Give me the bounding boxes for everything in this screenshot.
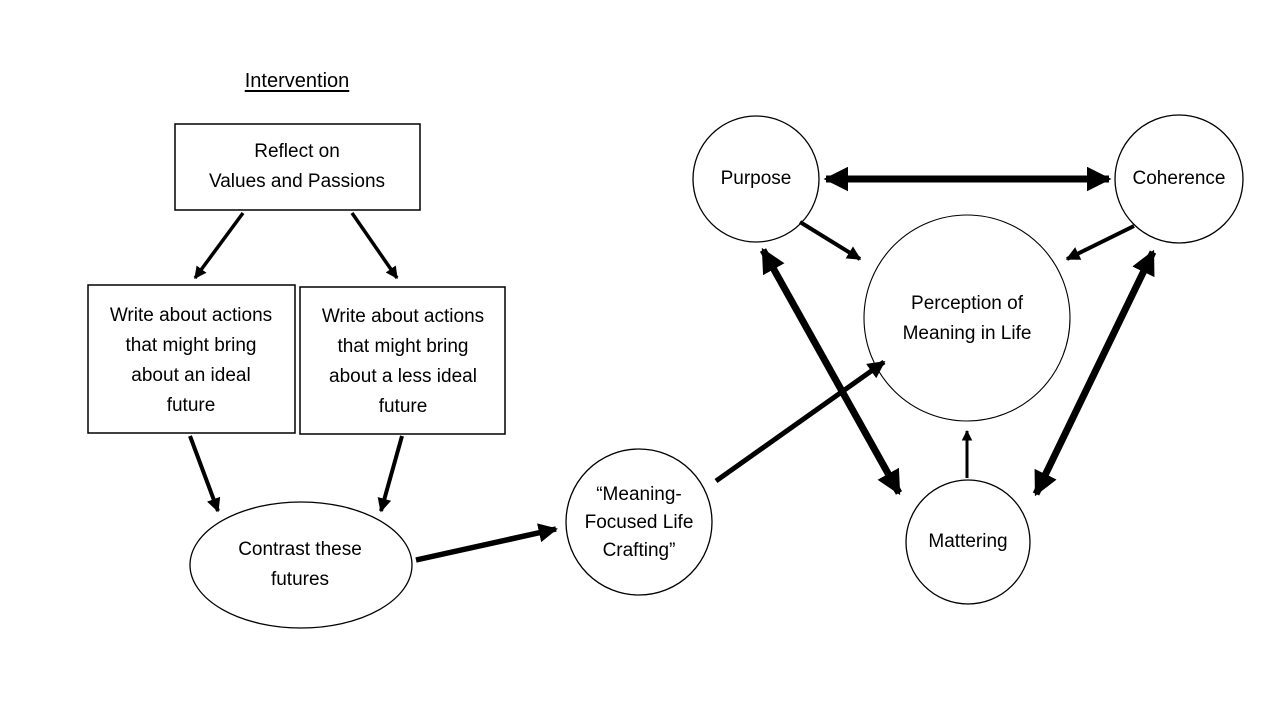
intervention-title: Intervention bbox=[244, 70, 350, 92]
coherence-label: Coherence bbox=[1132, 168, 1226, 189]
perception-label: Perception of Meaning in Life bbox=[902, 293, 1032, 344]
ideal-future-box bbox=[87, 284, 296, 434]
arrow-coherence-to-perception bbox=[1065, 224, 1135, 261]
contrast-futures-ellipse bbox=[189, 501, 413, 629]
arrow-coherence-mattering-bidirectional bbox=[1032, 249, 1157, 497]
life-crafting-circle bbox=[565, 448, 713, 596]
arrow-purpose-to-perception bbox=[798, 220, 862, 261]
reflect-box bbox=[174, 123, 421, 211]
arrow-contrast-to-crafting bbox=[415, 523, 558, 563]
reflect-label: Reflect on Values and Passions bbox=[208, 141, 386, 192]
mattering-circle bbox=[905, 479, 1031, 605]
mattering-label: Mattering bbox=[928, 531, 1008, 552]
arrow-reflect-to-less-ideal bbox=[350, 212, 399, 280]
less-ideal-future-box bbox=[299, 286, 506, 435]
purpose-circle bbox=[692, 115, 820, 243]
purpose-label: Purpose bbox=[720, 168, 792, 189]
contrast-futures-label: Contrast these futures bbox=[238, 539, 362, 590]
arrow-less-ideal-to-contrast bbox=[377, 435, 404, 513]
life-crafting-label: “Meaning- Focused Life Crafting” bbox=[584, 484, 694, 561]
ideal-future-label: Write about actions that might bring abo… bbox=[109, 305, 273, 416]
coherence-circle bbox=[1114, 114, 1244, 244]
arrow-purpose-mattering-bidirectional bbox=[759, 247, 903, 496]
arrow-reflect-to-ideal bbox=[193, 211, 245, 280]
less-ideal-future-label: Write about actions that might bring abo… bbox=[321, 306, 485, 417]
arrow-ideal-to-contrast bbox=[188, 435, 221, 513]
